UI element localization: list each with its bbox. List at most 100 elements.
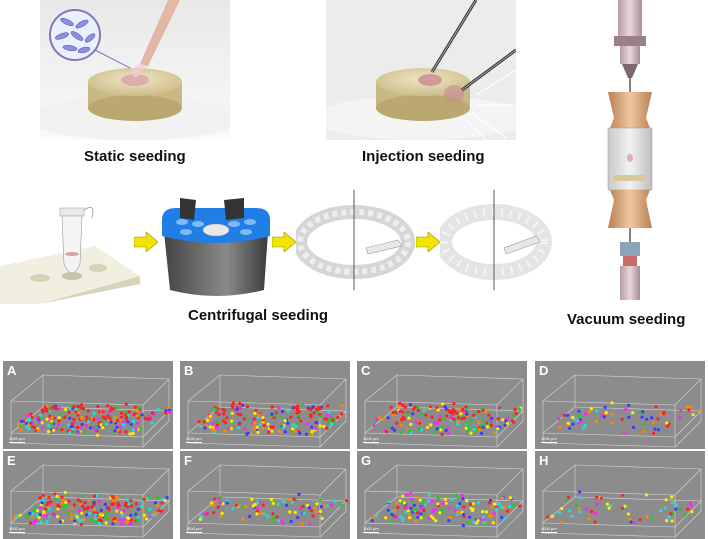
cell-dot (90, 518, 94, 522)
cell-dot (281, 521, 285, 525)
cell-dot (328, 418, 332, 422)
cell-dot (409, 506, 413, 510)
cell-dot (48, 414, 52, 418)
cell-dot (45, 520, 49, 524)
cell-dot (142, 513, 146, 517)
cell-dot (504, 419, 508, 423)
cell-dot (506, 509, 510, 513)
cell-dot (340, 412, 344, 416)
cell-dot (286, 497, 290, 502)
cell-dot (38, 505, 43, 510)
cell-dot (699, 408, 703, 412)
cell-dot (122, 509, 126, 513)
cell-dot (486, 425, 490, 429)
cell-dot (164, 411, 168, 415)
cell-dot (199, 424, 203, 429)
cell-dot (482, 518, 487, 522)
cell-dot (279, 430, 283, 434)
cell-dot (52, 416, 56, 420)
cell-dot (26, 413, 30, 418)
cell-dot (60, 428, 64, 432)
cell-dot (390, 519, 394, 523)
panel-letter: E (7, 453, 16, 468)
cell-dot (41, 498, 46, 502)
cell-dot (461, 512, 465, 516)
cell-dot (306, 422, 310, 426)
cell-dot (447, 519, 451, 523)
cell-dot (407, 412, 411, 416)
cell-dot (446, 431, 450, 435)
cell-dot (658, 508, 663, 513)
cell-dot (411, 412, 415, 416)
cell-dot (496, 417, 500, 421)
cell-dot (577, 421, 581, 425)
cell-dot (40, 408, 44, 412)
cell-dot (64, 407, 68, 412)
cell-dot (270, 519, 274, 523)
cell-dot (227, 408, 231, 412)
scale-bar: 1000 µm (541, 526, 557, 533)
cell-dot (231, 507, 235, 511)
cell-dot (579, 496, 583, 500)
cell-dot (585, 507, 589, 511)
cell-dot (155, 496, 159, 500)
cell-dot (311, 405, 315, 409)
cell-dot (631, 425, 636, 429)
cell-dot (566, 421, 571, 425)
cell-dot (237, 426, 241, 430)
cell-dot (484, 510, 488, 514)
cell-dot (414, 519, 418, 523)
cell-dot (503, 423, 507, 427)
cell-dot (306, 406, 310, 410)
cell-dot (236, 412, 240, 416)
cell-dot (289, 415, 293, 419)
cell-dot (460, 417, 464, 421)
cell-dot (163, 498, 167, 503)
cell-dot (449, 418, 453, 422)
cell-dot (83, 431, 87, 435)
cell-dot (229, 427, 233, 431)
cell-dot (307, 506, 311, 510)
cell-dot (30, 415, 34, 420)
arrow-right-icon (272, 232, 296, 252)
cell-dot (297, 413, 301, 417)
cell-dot (94, 425, 98, 429)
cell-dot (458, 407, 462, 411)
cell-dot (121, 513, 125, 517)
cell-dot (72, 405, 76, 409)
cell-dot (267, 430, 271, 434)
cell-dot (70, 506, 74, 510)
cell-dot (272, 415, 276, 420)
cell-dot (398, 499, 402, 503)
scale-bar: 1000 µm (9, 526, 25, 533)
cell-dot (27, 417, 31, 421)
cell-dot (219, 495, 223, 499)
cell-dot (595, 409, 599, 413)
cell-dot (110, 494, 114, 498)
cell-dot (450, 497, 454, 502)
cell-dot (282, 500, 286, 504)
cell-dot (64, 500, 68, 504)
cell-dot (559, 520, 563, 525)
cell-dot (441, 501, 445, 505)
cell-dot (429, 514, 433, 518)
cell-dot (394, 501, 398, 505)
cell-dot (150, 421, 154, 425)
cell-dot (417, 427, 421, 431)
cell-dot (479, 423, 483, 427)
cell-dot (137, 406, 141, 410)
cell-dot (427, 516, 431, 520)
cell-dot (135, 414, 140, 418)
cell-dot (103, 416, 107, 420)
cell-dot (85, 415, 89, 419)
cell-dot (148, 508, 152, 512)
cell-dot (81, 504, 85, 508)
cell-dot (468, 502, 473, 506)
cell-dot (641, 410, 645, 414)
cell-dot (92, 494, 97, 498)
cell-dot (109, 406, 113, 410)
cell-dot (455, 493, 459, 497)
cell-dot (33, 506, 37, 510)
